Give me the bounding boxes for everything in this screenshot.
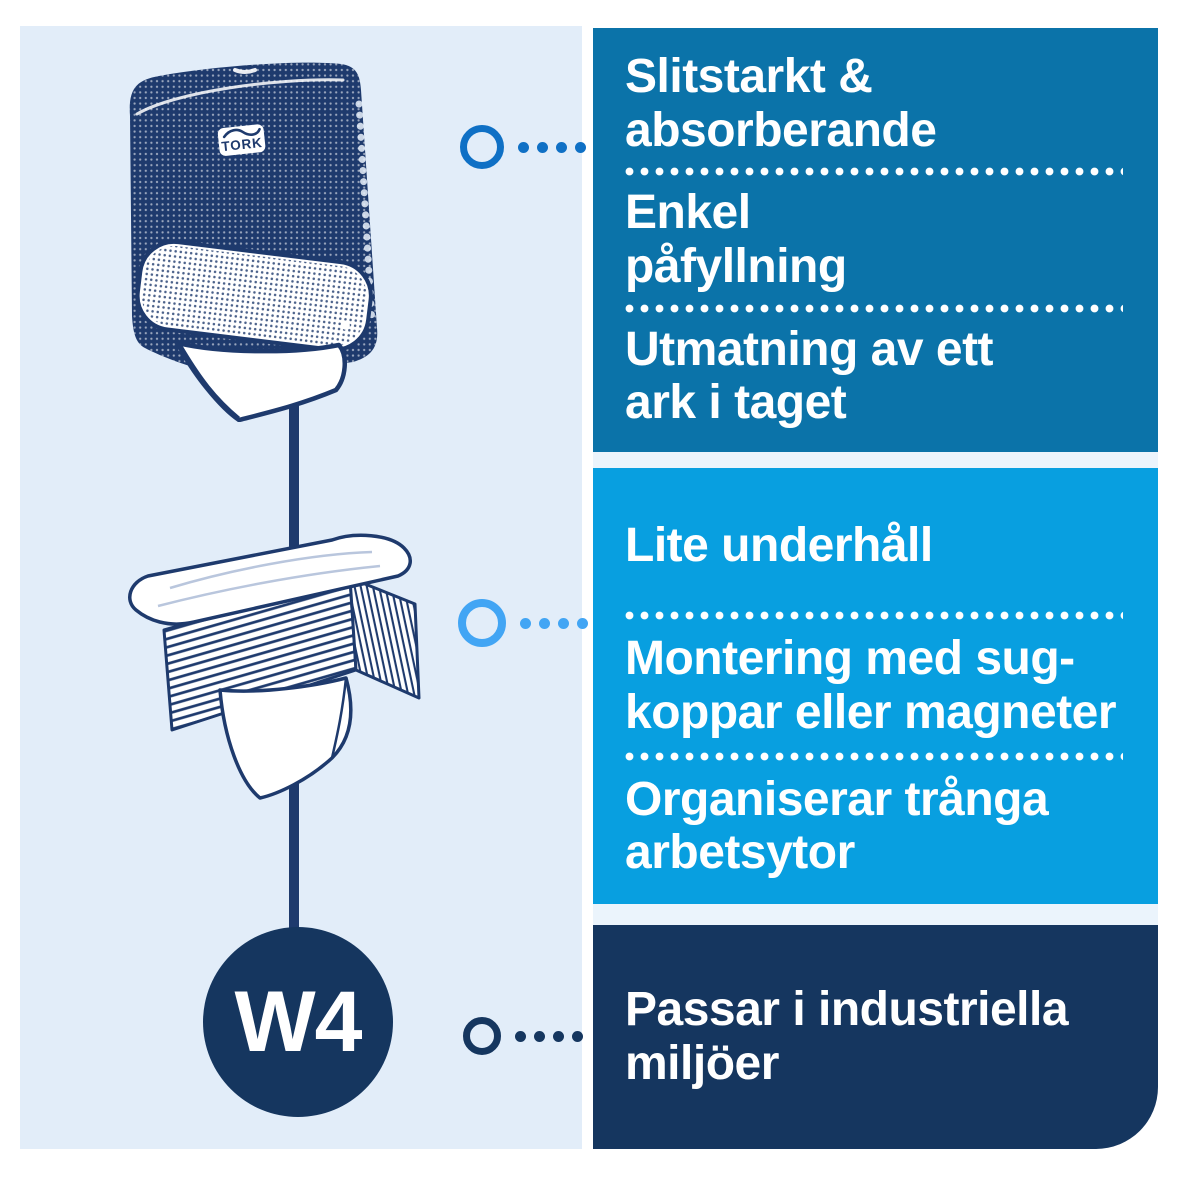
- dot-icon: [537, 141, 548, 153]
- panel-gap: [593, 452, 1158, 468]
- tork-logo-text: TORK: [221, 135, 264, 154]
- feature-cell: Enkel påfyllning: [625, 176, 1123, 303]
- dot-icon: [572, 1030, 583, 1042]
- tork-logo: TORK: [217, 124, 266, 156]
- feature-cell: Montering med sug- koppar eller magneter: [625, 620, 1123, 751]
- feature-cell: Passar i industriella miljöer: [625, 937, 1123, 1137]
- connector-middle: [458, 599, 588, 647]
- dispenser-towel: [175, 340, 347, 422]
- feature-cell: Utmatning av ett ark i taget: [625, 313, 1123, 440]
- w4-badge-label: W4: [234, 973, 363, 1070]
- dot-icon: [515, 1030, 526, 1042]
- feature-cell: Organiserar trånga arbetsytor: [625, 761, 1123, 892]
- dot-icon: [577, 617, 588, 629]
- feature-cell: Slitstarkt & absorberande: [625, 40, 1123, 167]
- dispenser-tray: [135, 239, 373, 352]
- connector-bottom: [463, 1017, 583, 1055]
- ring-icon: [460, 125, 504, 169]
- dotted-divider: [625, 303, 1123, 313]
- ring-icon: [463, 1017, 501, 1055]
- dispenser-illustration: TORK: [129, 62, 378, 422]
- refill-front: [162, 576, 421, 732]
- refill-top-sheet: [128, 533, 412, 626]
- feature-panel-bottom: Passar i industriella miljöer: [593, 925, 1158, 1149]
- dotted-divider: [625, 611, 1123, 621]
- dot-icon: [539, 617, 550, 629]
- feature-cell: Lite underhåll: [625, 480, 1123, 611]
- dot-icon: [520, 617, 531, 629]
- feature-text: Utmatning av ett ark i taget: [625, 322, 994, 430]
- ring-icon: [458, 599, 506, 647]
- feature-text: Slitstarkt & absorberande: [625, 49, 937, 157]
- feature-text: Montering med sug- koppar eller magneter: [625, 632, 1117, 739]
- feature-text: Enkel påfyllning: [625, 186, 847, 293]
- connector-top: [460, 125, 586, 169]
- dotted-divider: [625, 751, 1123, 761]
- dot-icon: [534, 1030, 545, 1042]
- dot-icon: [558, 617, 569, 629]
- dot-icon: [518, 141, 529, 153]
- feature-panel-top: Slitstarkt & absorberande Enkel påfyllni…: [593, 28, 1158, 452]
- dot-icon: [553, 1030, 564, 1042]
- feature-text: Passar i industriella miljöer: [625, 983, 1069, 1090]
- dot-icon: [556, 141, 567, 153]
- refill-stack-illustration: [128, 533, 421, 800]
- feature-panel-middle: Lite underhåll Montering med sug- koppar…: [593, 468, 1158, 904]
- refill-towel: [218, 676, 353, 800]
- dot-icon: [575, 141, 586, 153]
- feature-text: Organiserar trånga arbetsytor: [625, 772, 1049, 880]
- dotted-divider: [625, 167, 1123, 177]
- w4-badge: W4: [203, 927, 393, 1117]
- feature-text: Lite underhåll: [625, 518, 933, 572]
- panel-gap: [593, 904, 1158, 925]
